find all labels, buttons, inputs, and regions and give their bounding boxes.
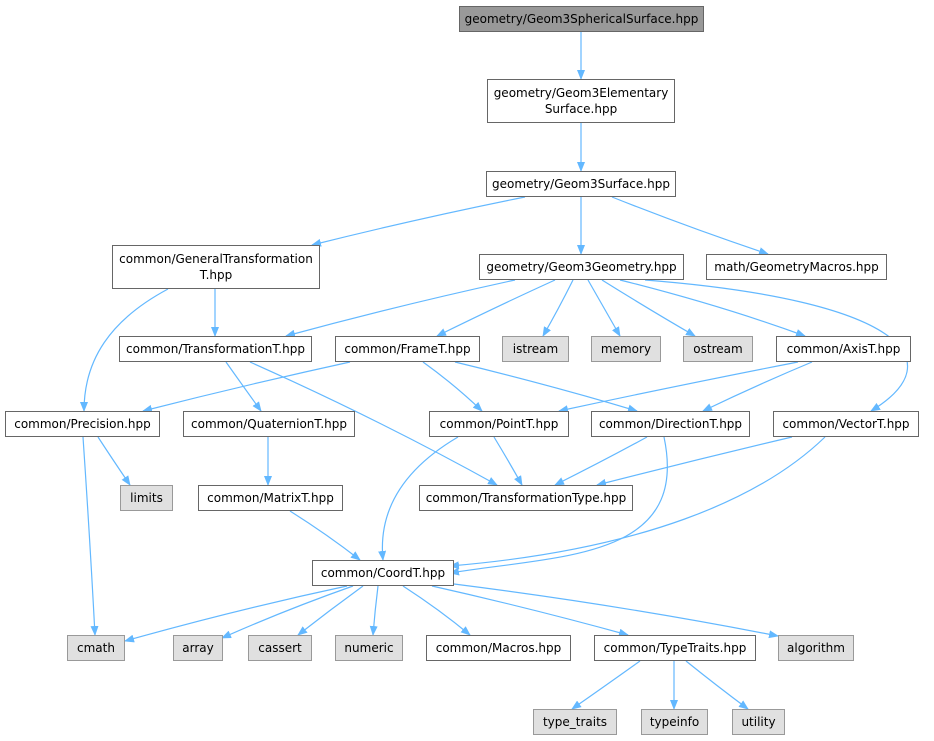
edge-coord-to-array [221,585,354,639]
node-transformation-type[interactable]: common/TransformationType.hpp [419,485,633,511]
node-typeinfo[interactable]: typeinfo [641,709,708,735]
node-cmath[interactable]: cmath [67,635,125,661]
node-cassert[interactable]: cassert [248,635,312,661]
edge-frame-to-dir [454,361,638,413]
node-point-t[interactable]: common/PointT.hpp [429,411,569,437]
edge-point-to-ttype [493,436,523,486]
edge-coord-to-traits [431,585,629,637]
node-quaternion-t[interactable]: common/QuaternionT.hpp [183,411,355,437]
edge-axis-to-dir [702,361,813,412]
edge-prec-to-limits [97,436,131,486]
node-utility[interactable]: utility [732,709,785,735]
node-type-traits-hpp[interactable]: common/TypeTraits.hpp [594,635,756,661]
node-numeric[interactable]: numeric [335,635,403,661]
edge-point-to-coord [378,436,459,561]
edge-prec-to-cmath [82,436,99,636]
node-geom3-elementary-surface[interactable]: geometry/Geom3Elementary Surface.hpp [487,79,675,123]
node-geom3-geometry[interactable]: geometry/Geom3Geometry.hpp [479,254,684,280]
edge-vec-to-coord [449,436,826,570]
node-common-macros[interactable]: common/Macros.hpp [426,635,571,661]
node-vector-t[interactable]: common/VectorT.hpp [773,411,919,437]
edge-coord-to-numeric [369,585,379,636]
node-direction-t[interactable]: common/DirectionT.hpp [591,411,750,437]
node-type-traits[interactable]: type_traits [533,709,617,735]
edge-axis-to-point [558,361,799,414]
edge-matrix-to-coord [289,510,361,561]
edge-frame-to-prec [142,361,351,413]
edge-surf-to-macros_g [611,196,769,255]
node-geometry-macros[interactable]: math/GeometryMacros.hpp [706,254,887,280]
node-coord-t[interactable]: common/CoordT.hpp [312,560,454,586]
edge-geom-to-frame [436,279,556,337]
node-array[interactable]: array [173,635,223,661]
node-precision[interactable]: common/Precision.hpp [5,411,160,437]
edge-geom-to-transT [285,279,516,338]
edge-geom-to-ostream [601,279,696,337]
edge-gentr-to-prec [80,288,169,412]
edge-geom-to-memory [587,279,621,337]
node-matrix-t[interactable]: common/MatrixT.hpp [198,485,343,511]
edge-coord-to-algorithm [453,583,779,639]
edge-vec-to-ttype [596,436,793,487]
edge-surf-to-gentr [311,196,526,247]
edge-geom-to-axis [619,279,806,337]
edge-traits-to-type_traits [571,660,641,710]
edge-coord-to-cmath [124,585,348,643]
node-geom3-spherical-surface[interactable]: geometry/Geom3SphericalSurface.hpp [459,6,704,32]
node-algorithm[interactable]: algorithm [778,635,854,661]
node-axis-t[interactable]: common/AxisT.hpp [776,336,911,362]
node-istream[interactable]: istream [502,336,569,362]
edge-dir-to-coord [449,436,668,576]
node-memory[interactable]: memory [591,336,661,362]
node-limits[interactable]: limits [120,485,173,511]
edge-coord-to-cmacros [402,585,471,636]
edge-traits-to-utility [685,660,749,710]
node-general-transformation[interactable]: common/GeneralTransformation T.hpp [112,245,320,289]
edge-geom-to-istream [542,279,574,337]
edge-frame-to-point [422,361,483,412]
node-ostream[interactable]: ostream [683,336,753,362]
edge-dir-to-ttype [554,436,648,486]
node-geom3-surface[interactable]: geometry/Geom3Surface.hpp [486,171,676,197]
node-frame-t[interactable]: common/FrameT.hpp [335,336,480,362]
edge-geom-to-vec [644,279,909,412]
node-transformation-t[interactable]: common/TransformationT.hpp [119,336,312,362]
edge-coord-to-cassert [297,585,364,636]
